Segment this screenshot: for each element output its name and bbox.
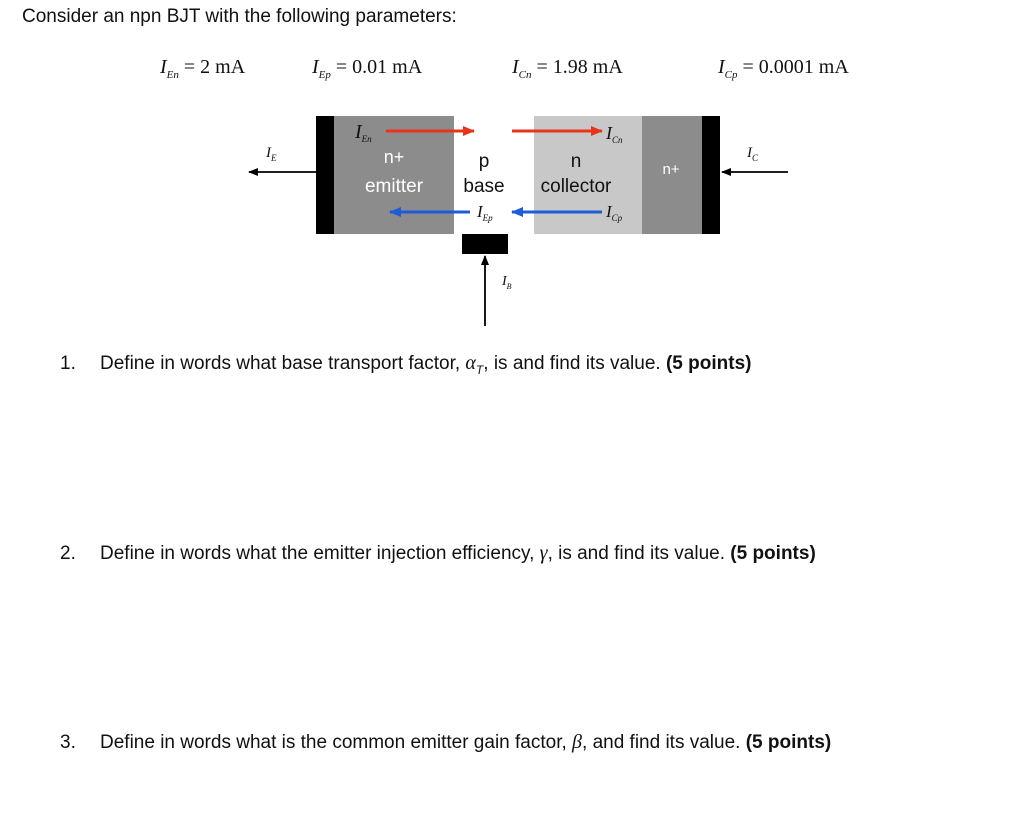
question-2: 2.Define in words what the emitter injec… — [60, 542, 816, 564]
collector-contact-region — [642, 116, 702, 234]
param-ien: IEn = 2 mA — [160, 56, 246, 81]
emitter-label: emitter — [365, 176, 424, 197]
icn-label: ICn — [605, 123, 623, 145]
icp-label: ICp — [605, 202, 623, 223]
emitter-region — [318, 116, 454, 234]
question-1: 1.Define in words what base transport fa… — [60, 352, 752, 377]
ib-label: IB — [501, 274, 512, 291]
emitter-type-label: n+ — [384, 147, 405, 167]
base-metal-contact — [462, 234, 508, 254]
iep-label: IEp — [476, 202, 493, 223]
contact-type-label: n+ — [662, 161, 679, 178]
param-icp: ICp = 0.0001 mA — [718, 56, 849, 81]
intro-text: Consider an npn BJT with the following p… — [22, 6, 457, 27]
param-icn: ICn = 1.98 mA — [512, 56, 623, 81]
ic-label: IC — [746, 145, 759, 163]
question-3: 3.Define in words what is the common emi… — [60, 731, 832, 753]
param-iep: IEp = 0.01 mA — [312, 56, 423, 81]
ien-label: IEn — [354, 121, 372, 144]
collector-type-label: n — [571, 151, 582, 172]
base-region — [454, 116, 534, 234]
base-type-label: p — [479, 151, 490, 172]
collector-region — [534, 116, 642, 234]
collector-label: collector — [541, 176, 612, 197]
emitter-metal-contact — [316, 116, 334, 234]
base-label: base — [463, 176, 504, 197]
ie-label: IE — [265, 145, 277, 163]
collector-metal-contact — [702, 116, 720, 234]
